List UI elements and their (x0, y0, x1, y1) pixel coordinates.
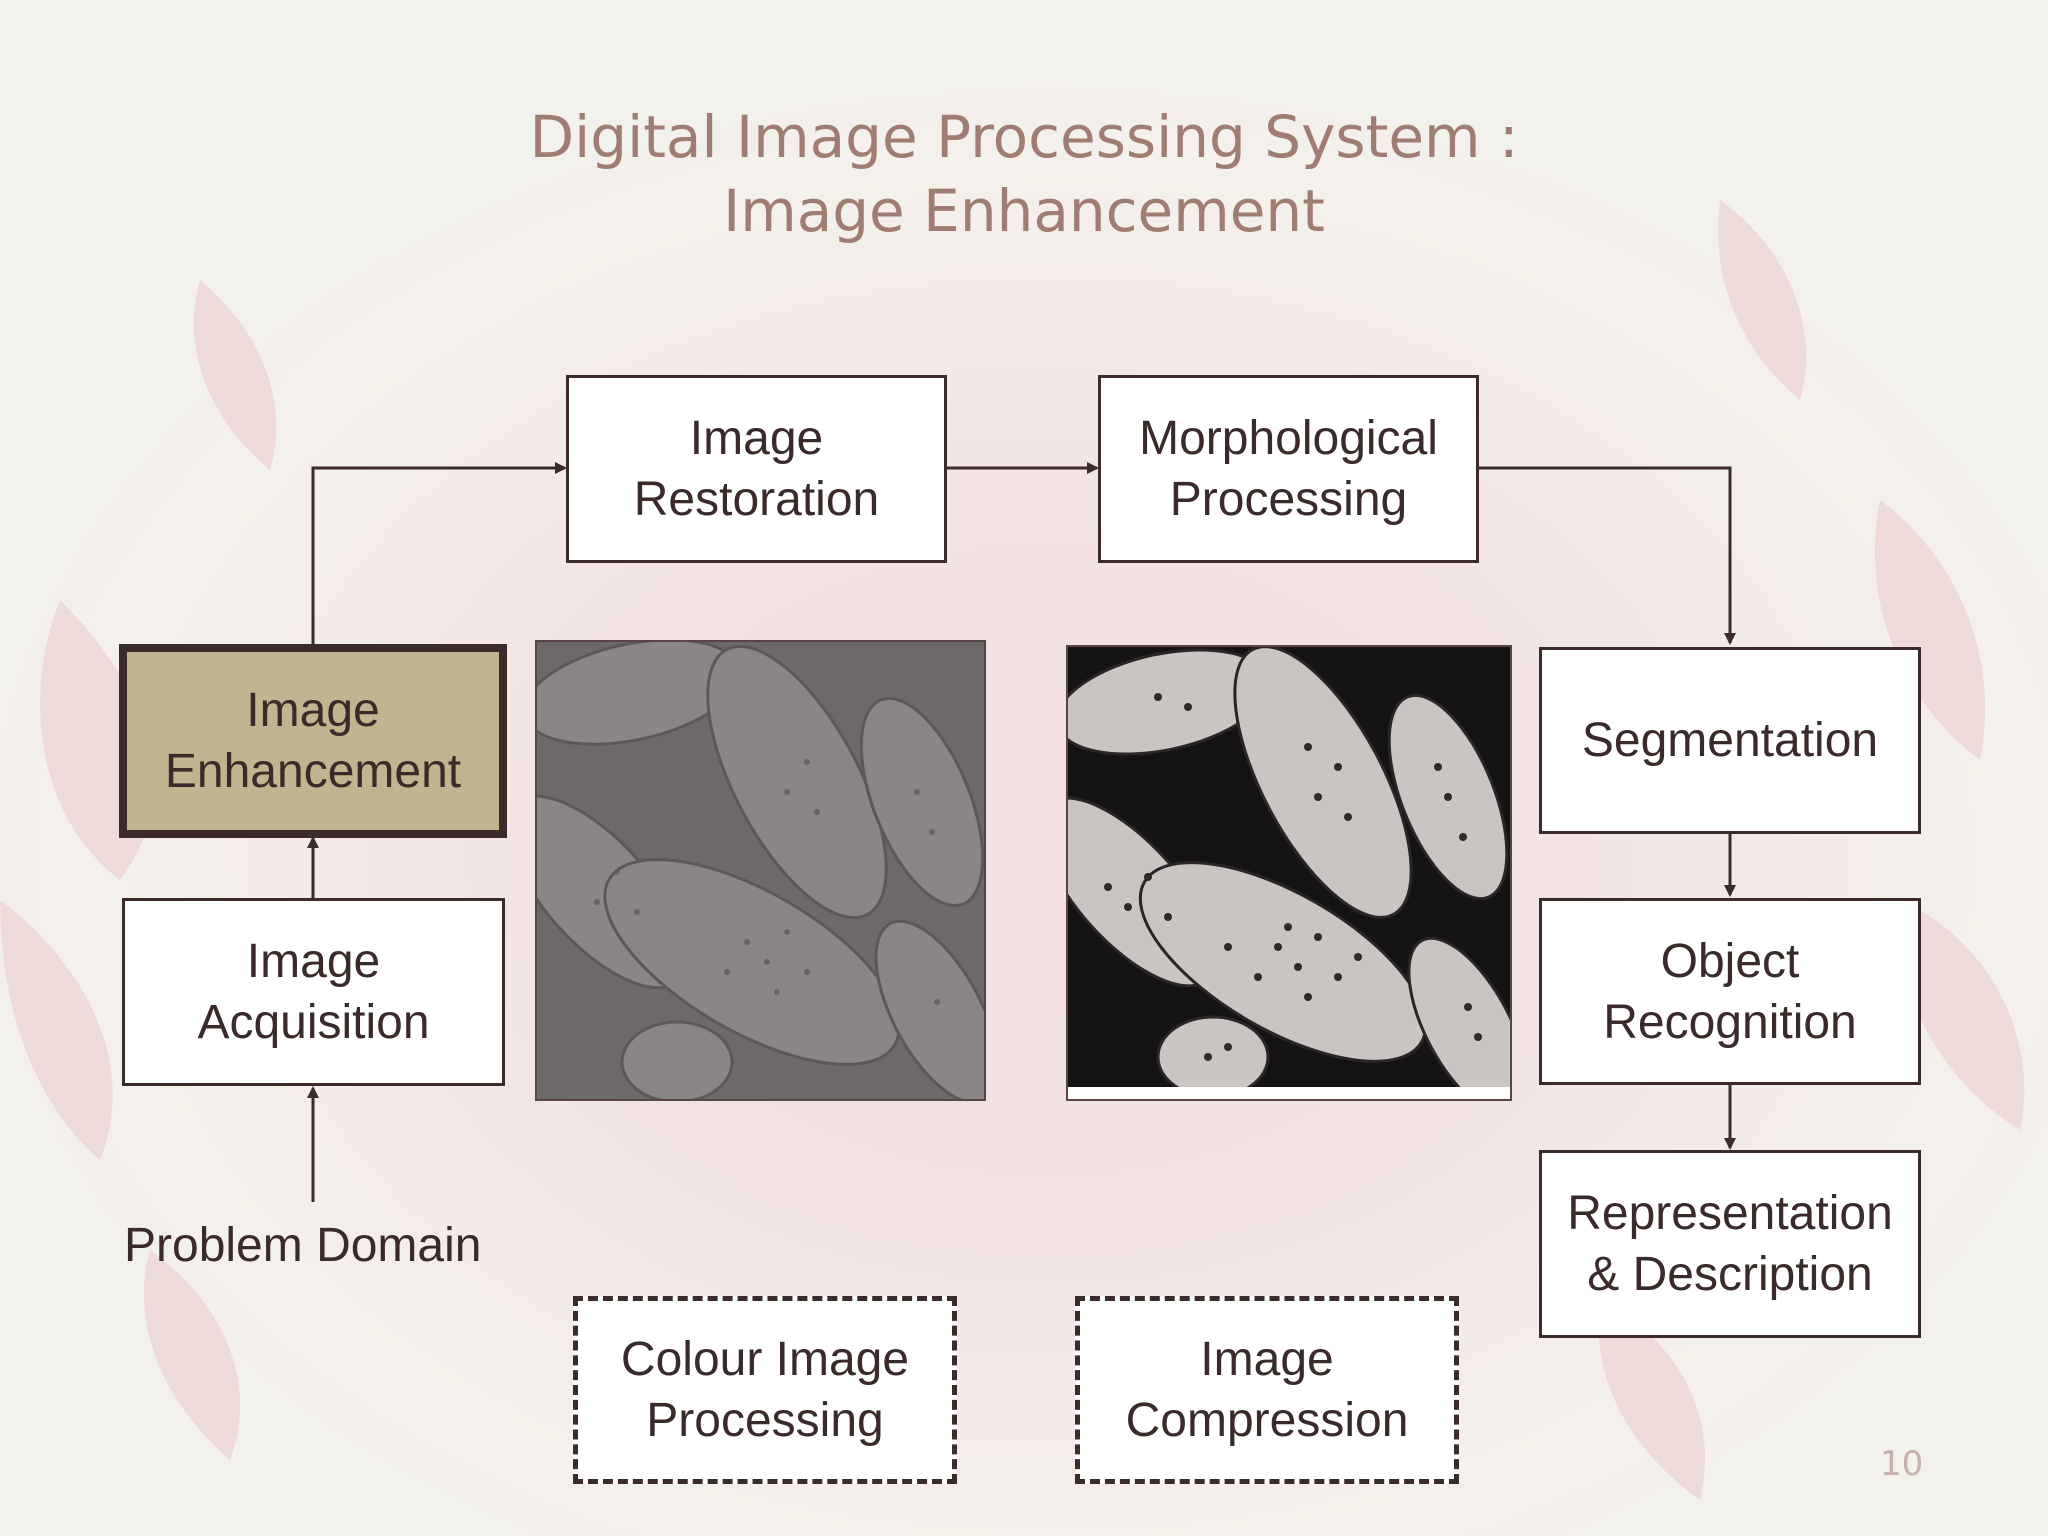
colour-image-processing-line-1: Colour Image (620, 1333, 910, 1386)
image-compression-line-1: Image (1200, 1333, 1334, 1386)
morphological-processing-line-1: Morphological (1139, 412, 1438, 465)
morphological-processing-line-2: Processing (1169, 473, 1408, 526)
image-restoration-line-2: Restoration (633, 473, 880, 526)
enhanced-pollen-image (1066, 645, 1512, 1101)
morphological-processing-box: Morphological Processing (1098, 375, 1479, 563)
image-acquisition-box: Image Acquisition (122, 898, 505, 1086)
image-restoration-box: Image Restoration (566, 375, 947, 563)
representation-description-box: Representation & Description (1539, 1150, 1921, 1338)
slide-title-line-2: Image Enhancement (723, 177, 1325, 245)
colour-image-processing-box: Colour Image Processing (573, 1296, 957, 1484)
segmentation-label: Segmentation (1581, 714, 1879, 767)
low-contrast-pollen-image (535, 640, 986, 1101)
object-recognition-line-1: Object (1660, 934, 1800, 988)
image-enhancement-box: Image Enhancement (119, 644, 507, 838)
image-enhancement-line-2: Enhancement (164, 745, 462, 798)
slide-title: Digital Image Processing System : Image … (0, 100, 2048, 248)
object-recognition-line-2: Recognition (1603, 995, 1857, 1049)
image-acquisition-line-1: Image (246, 935, 381, 988)
slide-title-line-1: Digital Image Processing System : (529, 103, 1519, 171)
image-restoration-line-1: Image (689, 412, 824, 465)
image-compression-line-2: Compression (1125, 1394, 1409, 1447)
segmentation-box: Segmentation (1539, 647, 1921, 834)
problem-domain-label: Problem Domain (124, 1219, 482, 1272)
image-acquisition-line-2: Acquisition (197, 996, 430, 1049)
representation-description-line-2: & Description (1587, 1248, 1873, 1301)
object-recognition-box: Object Recognition (1539, 898, 1921, 1085)
representation-description-line-1: Representation (1567, 1187, 1893, 1240)
page-number: 10 (1880, 1444, 1924, 1484)
colour-image-processing-line-2: Processing (646, 1394, 884, 1447)
image-enhancement-line-1: Image (246, 684, 380, 737)
image-compression-box: Image Compression (1075, 1296, 1459, 1484)
